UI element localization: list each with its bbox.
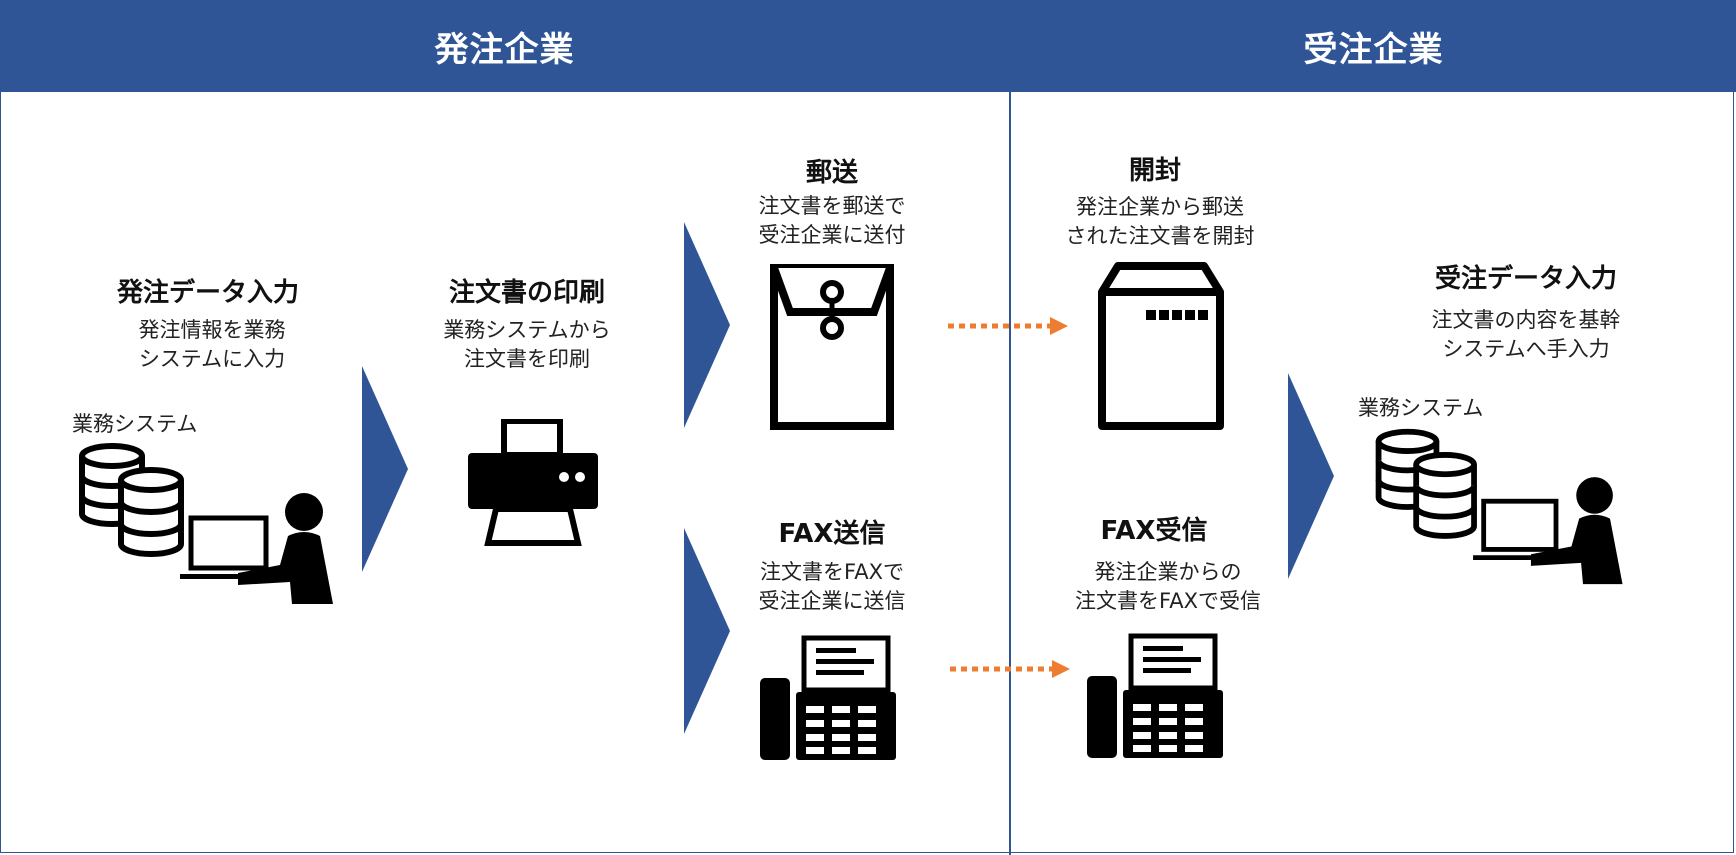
step-desc-receive-input: 注文書の内容を基幹 システムへ手入力	[1431, 308, 1621, 361]
package-icon	[1098, 262, 1224, 430]
step-desc-mail: 注文書を郵送で 受注企業に送付	[758, 194, 906, 247]
step-desc-open: 発注企業から郵送 された注文書を開封	[1065, 195, 1255, 248]
dotted-arrow-mail	[948, 317, 1068, 335]
system-label-order-input: 業務システム	[72, 412, 198, 436]
person-icon	[238, 493, 333, 604]
fax-icon	[1087, 633, 1223, 758]
system-label-receive-input: 業務システム	[1358, 396, 1484, 420]
order-input-workstation	[79, 443, 333, 604]
envelope-icon	[770, 264, 894, 430]
process-chevron	[362, 366, 408, 572]
dotted-arrow-fax	[950, 660, 1070, 678]
receive-input-workstation	[1375, 428, 1623, 585]
step-desc-fax-send: 注文書をFAXで 受注企業に送信	[758, 560, 906, 613]
step-desc-print: 業務システムから 注文書を印刷	[443, 318, 611, 371]
process-chevron-fax	[684, 528, 730, 734]
database-icon	[79, 443, 184, 557]
person-icon	[1530, 477, 1623, 585]
process-chevron	[1288, 373, 1334, 579]
laptop-icon	[1473, 498, 1564, 561]
step-desc-fax-receive: 発注企業からの 注文書をFAXで受信	[1075, 560, 1261, 613]
header-ordering-company: 発注企業	[0, 0, 1009, 92]
printer-icon	[468, 419, 598, 546]
section-divider	[1009, 0, 1011, 855]
database-icon	[1375, 428, 1477, 539]
process-chevron-mail	[684, 222, 730, 428]
fax-icon	[760, 635, 896, 760]
header-receiving-company: 受注企業	[1011, 0, 1736, 92]
step-desc-order-input: 発注情報を業務 システムに入力	[138, 318, 286, 371]
